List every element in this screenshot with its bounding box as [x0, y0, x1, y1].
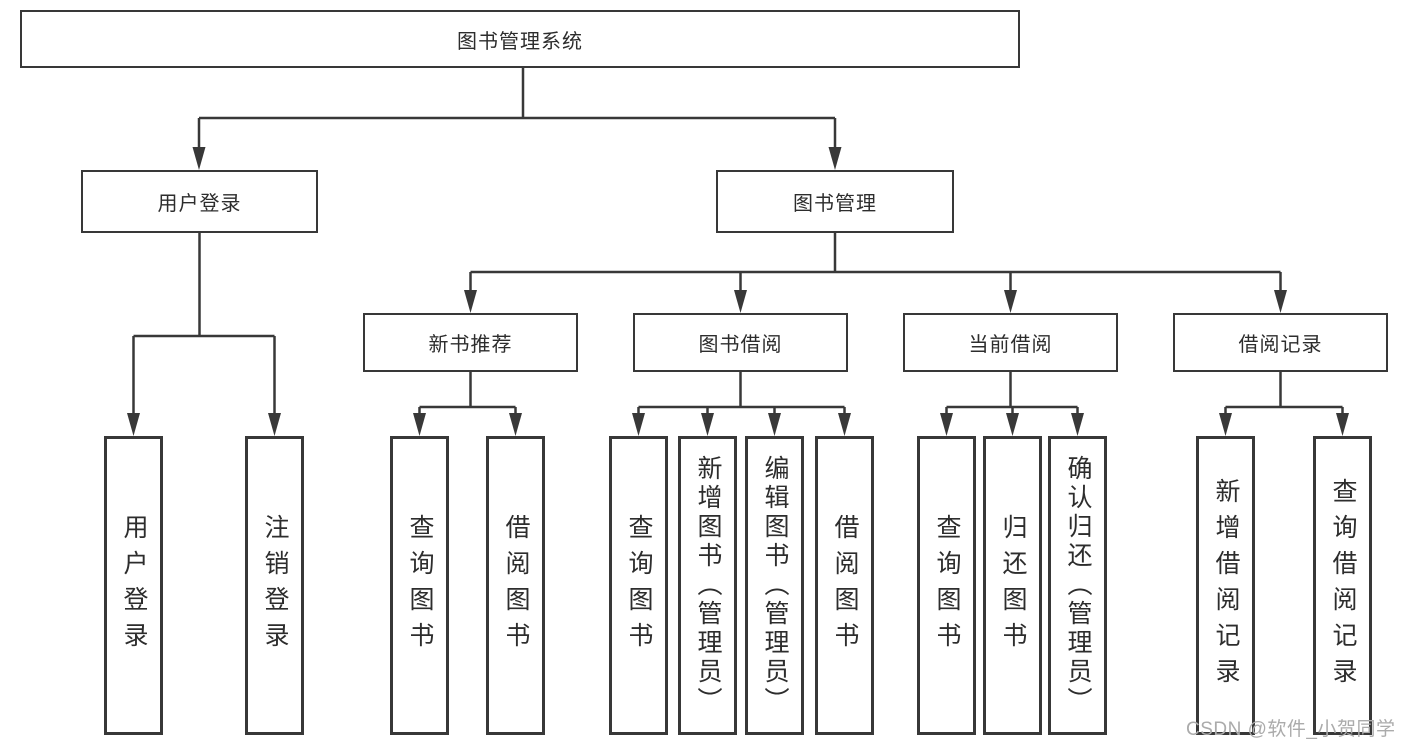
- arrowhead-icon: [192, 147, 206, 170]
- arrowhead-icon: [768, 413, 781, 436]
- leaf-confirm-return-admin: 确认归还（管理员）: [1048, 436, 1107, 735]
- arrowhead-icon: [1274, 290, 1287, 313]
- connector-borrow-records: [1224, 372, 1344, 414]
- arrowhead-icon: [940, 413, 953, 436]
- node-user-login: 用户登录: [81, 170, 318, 233]
- node-new-book-recommend: 新书推荐: [363, 313, 578, 372]
- connector-book-mgmt: [469, 233, 1282, 291]
- connector-new-book-rec: [418, 372, 517, 414]
- arrowhead-icon: [509, 413, 522, 436]
- arrowhead-icon: [268, 413, 281, 436]
- connector-book-borrow: [637, 372, 846, 414]
- connector-root: [197, 68, 837, 148]
- connector-user-login: [132, 233, 276, 414]
- arrowhead-icon: [1006, 413, 1019, 436]
- arrowhead-icon: [127, 413, 140, 436]
- leaf-query-borrow-record: 查询借阅记录: [1313, 436, 1372, 735]
- leaf-query-books-current: 查询图书: [917, 436, 976, 735]
- leaf-logout: 注销登录: [245, 436, 304, 735]
- arrowhead-icon: [632, 413, 645, 436]
- node-library-system: 图书管理系统: [20, 10, 1020, 68]
- leaf-query-books-borrow: 查询图书: [609, 436, 668, 735]
- node-book-borrow: 图书借阅: [633, 313, 848, 372]
- arrowhead-icon: [1004, 290, 1017, 313]
- node-current-borrow: 当前借阅: [903, 313, 1118, 372]
- leaf-add-books-admin: 新增图书（管理员）: [678, 436, 737, 735]
- arrowhead-icon: [1219, 413, 1232, 436]
- leaf-add-borrow-record: 新增借阅记录: [1196, 436, 1255, 735]
- node-borrow-records: 借阅记录: [1173, 313, 1388, 372]
- arrowhead-icon: [838, 413, 851, 436]
- arrowhead-icon: [464, 290, 477, 313]
- arrowhead-icon: [413, 413, 426, 436]
- arrowhead-icon: [1071, 413, 1084, 436]
- arrowhead-icon: [734, 290, 747, 313]
- leaf-user-login: 用户登录: [104, 436, 163, 735]
- connector-current-borrow: [945, 372, 1079, 414]
- leaf-query-books-recommend: 查询图书: [390, 436, 449, 735]
- node-book-management: 图书管理: [716, 170, 954, 233]
- csdn-watermark: CSDN @软件_小贺同学: [1186, 719, 1396, 740]
- leaf-borrow-books-recommend: 借阅图书: [486, 436, 545, 735]
- arrowhead-icon: [828, 147, 842, 170]
- leaf-return-books: 归还图书: [983, 436, 1042, 735]
- leaf-borrow-books: 借阅图书: [815, 436, 874, 735]
- arrowhead-icon: [701, 413, 714, 436]
- arrowhead-icon: [1336, 413, 1349, 436]
- leaf-edit-books-admin: 编辑图书（管理员）: [745, 436, 804, 735]
- arrowheads: [127, 147, 1349, 436]
